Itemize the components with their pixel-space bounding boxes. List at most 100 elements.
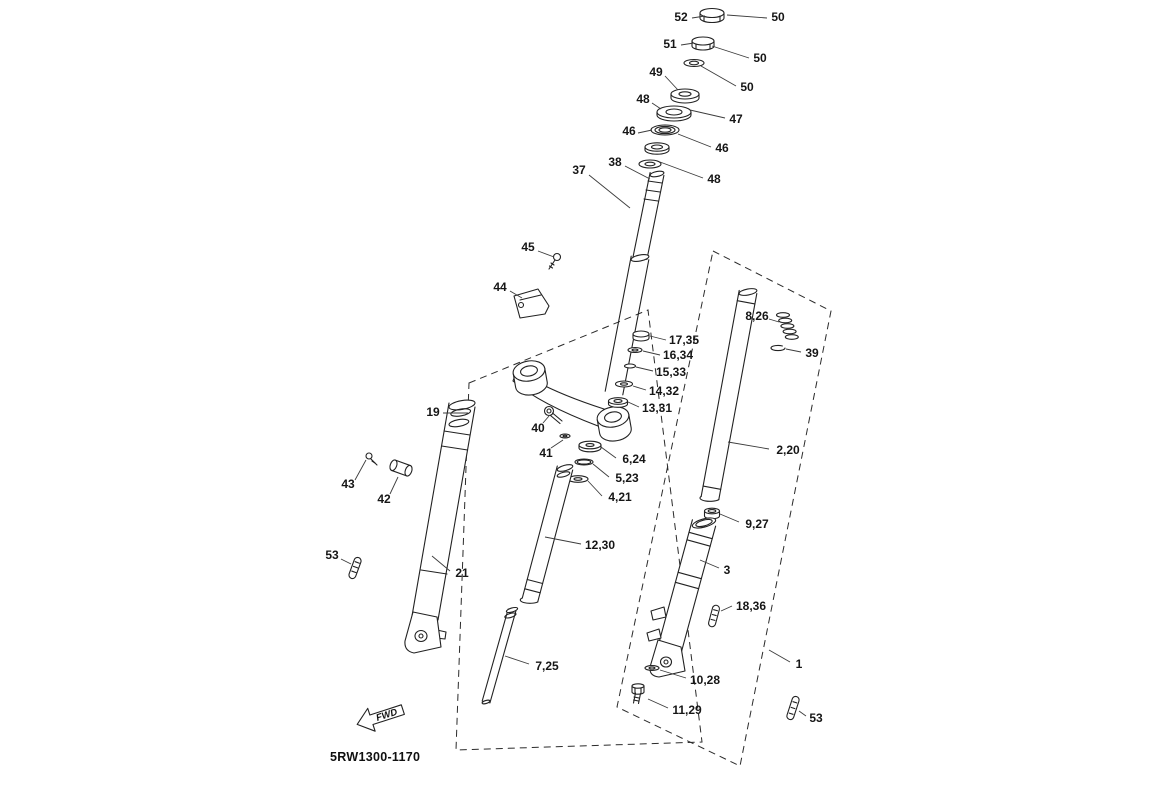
part-label-47: 47 xyxy=(729,112,743,126)
part-label-10-28: 10,28 xyxy=(690,673,720,687)
part-label-21: 21 xyxy=(455,566,469,580)
part-label-11-29: 11,29 xyxy=(672,703,702,717)
part-label-51: 51 xyxy=(663,37,677,51)
upper-bearing xyxy=(650,124,680,136)
leader-line xyxy=(635,366,654,372)
leader-line xyxy=(431,555,451,572)
part-label-19: 19 xyxy=(426,405,440,419)
part-label-53: 53 xyxy=(809,711,823,725)
leader-line xyxy=(659,669,687,679)
o-ring-small xyxy=(623,363,637,369)
leader-line xyxy=(592,463,610,478)
leader-line xyxy=(726,14,768,19)
left-inner-tube xyxy=(519,464,574,604)
leader-line xyxy=(659,161,704,179)
part-label-50: 50 xyxy=(771,10,785,24)
part-label-4-21: 4,21 xyxy=(608,490,632,504)
roll-pin-left xyxy=(348,556,362,580)
right-fork-assembly-boundary xyxy=(616,250,832,767)
part-label-12-30: 12,30 xyxy=(585,538,615,552)
leader-line xyxy=(624,165,651,180)
cap-ring xyxy=(627,346,643,354)
leader-line xyxy=(542,415,550,424)
leader-line xyxy=(632,385,647,391)
bolt-washer xyxy=(559,433,571,439)
part-label-42: 42 xyxy=(377,492,391,506)
leader-line xyxy=(664,75,679,91)
leader-line xyxy=(691,15,706,19)
leader-line xyxy=(544,536,582,545)
leader-line xyxy=(504,655,530,665)
roll-pin-mid xyxy=(708,604,720,628)
leader-line xyxy=(649,335,667,341)
bearing-cover xyxy=(656,105,692,122)
part-label-46: 46 xyxy=(715,141,729,155)
left-outer-tube xyxy=(404,399,476,654)
part-label-13-31: 13,31 xyxy=(642,401,672,415)
bearing-race xyxy=(644,142,670,155)
part-label-43: 43 xyxy=(341,477,355,491)
right-outer-tube xyxy=(646,517,717,678)
damper-rod xyxy=(481,606,519,705)
cap-washer xyxy=(614,380,634,388)
part-label-16-34: 16,34 xyxy=(663,348,693,362)
part-label-17-35: 17,35 xyxy=(669,333,699,347)
part-label-49: 49 xyxy=(649,65,663,79)
part-label-3: 3 xyxy=(724,563,731,577)
leader-line xyxy=(727,441,770,450)
part-label-18-36: 18,36 xyxy=(736,599,766,613)
fork-spring xyxy=(775,312,799,340)
leader-line xyxy=(720,605,733,612)
part-label-48: 48 xyxy=(636,92,650,106)
leader-line xyxy=(689,109,726,119)
drain-washer xyxy=(644,665,660,671)
steering-stem xyxy=(604,170,665,396)
leader-line xyxy=(768,649,791,663)
slide-bushing xyxy=(703,507,721,520)
spring-seat xyxy=(578,440,602,453)
drain-bolt xyxy=(631,683,645,705)
diagram-code: 5RW1300-1170 xyxy=(330,750,421,764)
part-label-9-27: 9,27 xyxy=(745,517,769,531)
leader-line xyxy=(627,401,640,408)
steering-nut-cap xyxy=(699,7,725,24)
part-label-52: 52 xyxy=(674,10,688,24)
fork-cap xyxy=(632,330,650,342)
bracket-screw xyxy=(548,252,562,270)
leader-line xyxy=(509,290,523,299)
reflector-bracket xyxy=(513,288,550,319)
leader-line xyxy=(651,102,662,110)
part-label-40: 40 xyxy=(531,421,545,435)
leader-line xyxy=(600,446,617,459)
part-label-53: 53 xyxy=(325,548,339,562)
leader-line xyxy=(642,350,661,356)
leader-line xyxy=(537,250,555,258)
clamp-piece xyxy=(389,459,413,477)
part-label-38: 38 xyxy=(608,155,622,169)
part-label-14-32: 14,32 xyxy=(649,384,679,398)
leader-line xyxy=(550,439,564,449)
leader-line xyxy=(768,318,780,323)
leader-line xyxy=(587,480,603,497)
under-bracket xyxy=(512,360,632,442)
fwd-arrow: FWD xyxy=(356,704,405,732)
leader-line xyxy=(354,459,367,481)
leader-line xyxy=(711,45,750,59)
leader-line xyxy=(785,348,802,353)
part-label-50: 50 xyxy=(753,51,767,65)
part-label-1: 1 xyxy=(796,657,803,671)
cap-seat xyxy=(607,397,629,408)
left-fork-assembly-boundary xyxy=(455,309,703,751)
part-label-37: 37 xyxy=(572,163,586,177)
leader-line xyxy=(389,476,399,495)
leader-line xyxy=(700,65,737,87)
leader-line xyxy=(699,559,720,569)
clamp-screw xyxy=(365,452,378,466)
leader-line xyxy=(637,129,653,134)
part-label-46: 46 xyxy=(622,124,636,138)
bearing-seal xyxy=(638,159,662,169)
leader-line xyxy=(588,174,631,209)
